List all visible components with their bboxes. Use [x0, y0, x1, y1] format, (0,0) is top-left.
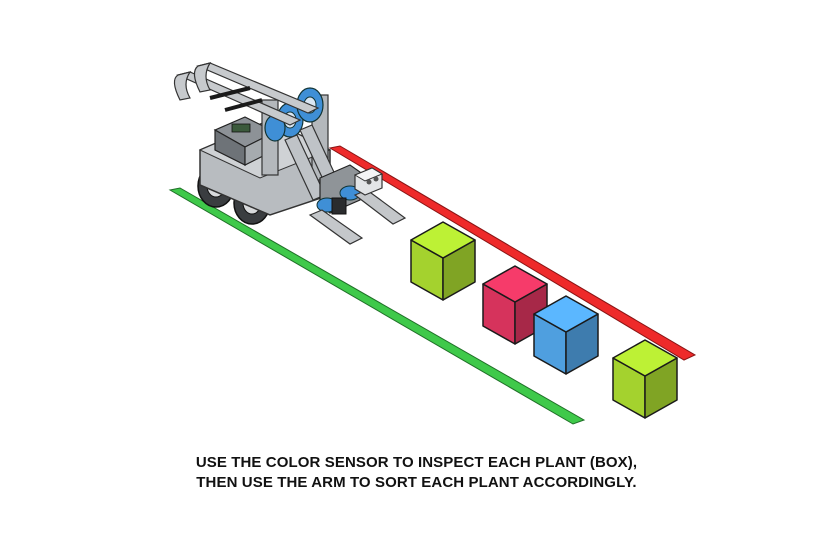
- instruction-caption-line-2: THEN USE THE ARM TO SORT EACH PLANT ACCO…: [196, 474, 637, 491]
- robot-claw: [308, 164, 407, 245]
- plant-box-lime: [612, 339, 678, 419]
- plant-box-lime: [410, 221, 476, 301]
- plant-box-blue: [533, 295, 599, 375]
- robot: [173, 62, 407, 245]
- instruction-caption-line-1: USE THE COLOR SENSOR TO INSPECT EACH PLA…: [195, 454, 638, 471]
- green-line: [168, 187, 586, 425]
- red-line: [328, 145, 697, 361]
- color-sensor: [353, 167, 384, 196]
